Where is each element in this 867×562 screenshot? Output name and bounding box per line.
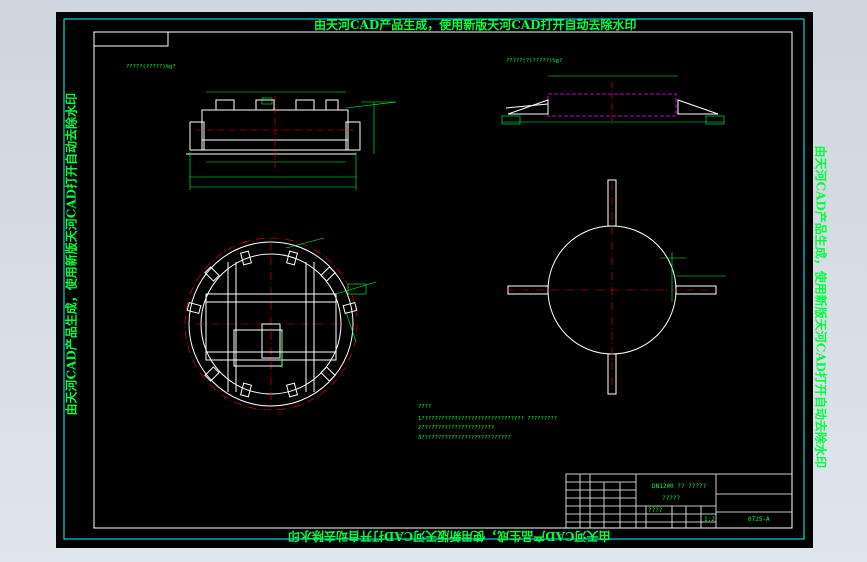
title-part-name: DN1200 ?? ????? bbox=[652, 483, 707, 490]
drawing-svg bbox=[63, 18, 805, 540]
title-block bbox=[565, 473, 793, 529]
watermark-left: 由天河CAD产品生成，使用新版天河CAD打开自动去除水印 bbox=[64, 92, 79, 416]
drawing-canvas[interactable]: 由天河CAD产品生成，使用新版天河CAD打开自动去除水印 由天河CAD产品生成，… bbox=[56, 12, 828, 548]
corner-box bbox=[93, 31, 169, 47]
view-label-left: ?????(?????)%g? bbox=[126, 64, 176, 70]
inner-border bbox=[93, 31, 793, 529]
tech-notes-title: ???? bbox=[418, 404, 432, 410]
title-scale: 1:2 bbox=[704, 516, 715, 523]
title-sub-name: ????? bbox=[662, 495, 681, 502]
view-label-right: ?????(?)?????)%g? bbox=[506, 58, 563, 64]
tech-note-1: 1??????????????????????????????? ???????… bbox=[418, 416, 558, 422]
title-sheet: ???? bbox=[648, 507, 663, 514]
tech-note-2: 2?????????????????????? bbox=[418, 425, 495, 431]
front-section-view bbox=[186, 91, 397, 190]
watermark-top: 由天河CAD产品生成，使用新版天河CAD打开自动去除水印 bbox=[314, 18, 637, 32]
tech-note-3: 3??????????????????????????? bbox=[418, 435, 511, 441]
watermark-bottom: 由天河CAD产品生成，使用新版天河CAD打开自动去除水印 bbox=[288, 529, 611, 543]
ring-plan-view bbox=[184, 237, 377, 411]
support-plan-view bbox=[506, 179, 726, 395]
rail-side-view bbox=[501, 75, 725, 125]
watermark-right: 由天河CAD产品生成，使用新版天河CAD打开自动去除水印 bbox=[813, 145, 828, 469]
outer-border bbox=[63, 18, 805, 540]
title-drawing-no: 0725-A bbox=[748, 516, 770, 523]
